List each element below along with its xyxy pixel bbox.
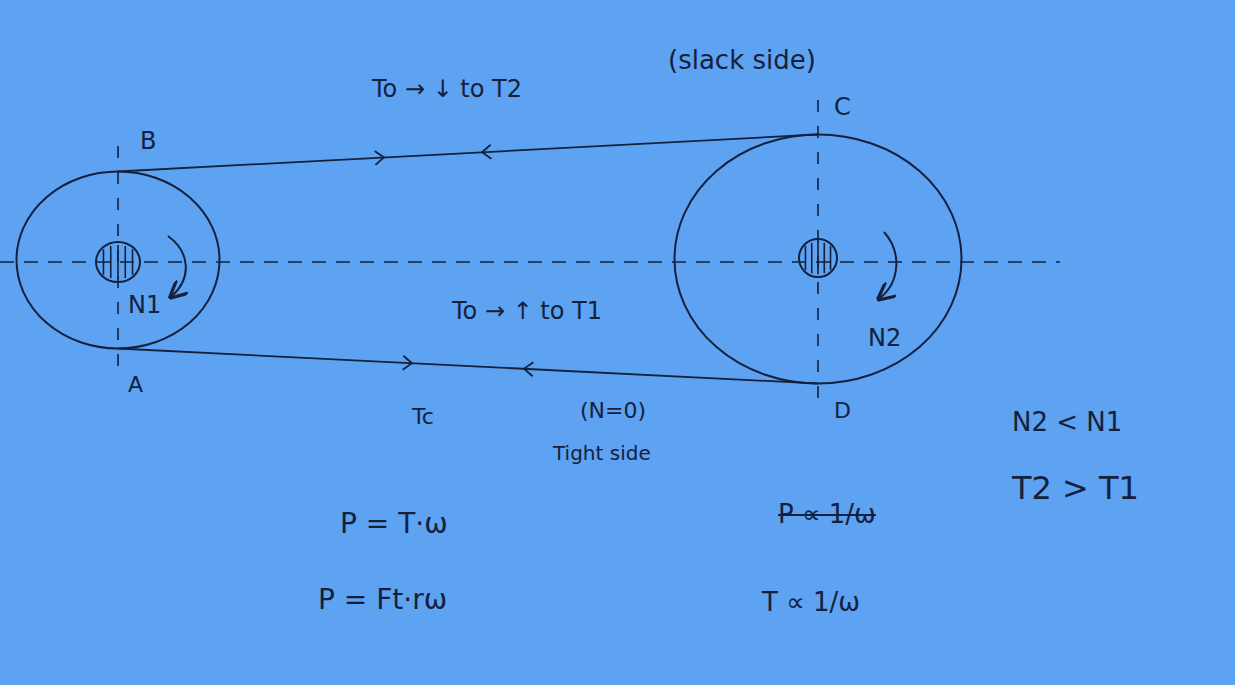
note-label: P = Ft·rω — [318, 584, 447, 616]
note-label: (N=0) — [580, 398, 646, 423]
note-label: T ∝ 1/ω — [762, 588, 860, 618]
rotation-arrow — [880, 232, 896, 298]
center-line — [0, 261, 1060, 263]
rotation-arrow — [168, 236, 186, 296]
note-label: Tight side — [553, 442, 651, 465]
note-label: N2 < N1 — [1012, 408, 1122, 438]
pulley-outline — [15, 170, 221, 350]
tension-label: To → ↓ to T2 — [372, 76, 522, 104]
speed-label: N1 — [128, 292, 161, 320]
note-label: (slack side) — [668, 46, 816, 76]
note-label: B — [140, 128, 156, 156]
pulley: N1 — [15, 170, 221, 350]
note-label: C — [834, 94, 851, 122]
tension-label: To → ↑ to T1 — [452, 298, 602, 326]
note-label: T2 > T1 — [1012, 470, 1139, 507]
pulley-axis — [117, 146, 119, 376]
note-label: P ∝ 1/ω — [778, 500, 876, 530]
pulley-axis — [817, 100, 819, 400]
shaft-hub — [799, 239, 837, 277]
direction-chevron — [482, 145, 491, 159]
note-label: Tc — [412, 404, 434, 429]
note-label: P = T·ω — [340, 508, 448, 540]
speed-label: N2 — [868, 325, 901, 353]
belt-run — [118, 349, 818, 384]
pulley-outline — [673, 133, 963, 385]
direction-chevron — [403, 356, 412, 370]
belt-run — [118, 135, 818, 172]
direction-chevron — [524, 362, 533, 376]
direction-chevron — [375, 151, 384, 165]
pulley: N2 — [673, 133, 963, 385]
shaft-hub — [96, 242, 140, 282]
note-label: A — [128, 372, 143, 397]
note-label: D — [834, 398, 851, 423]
